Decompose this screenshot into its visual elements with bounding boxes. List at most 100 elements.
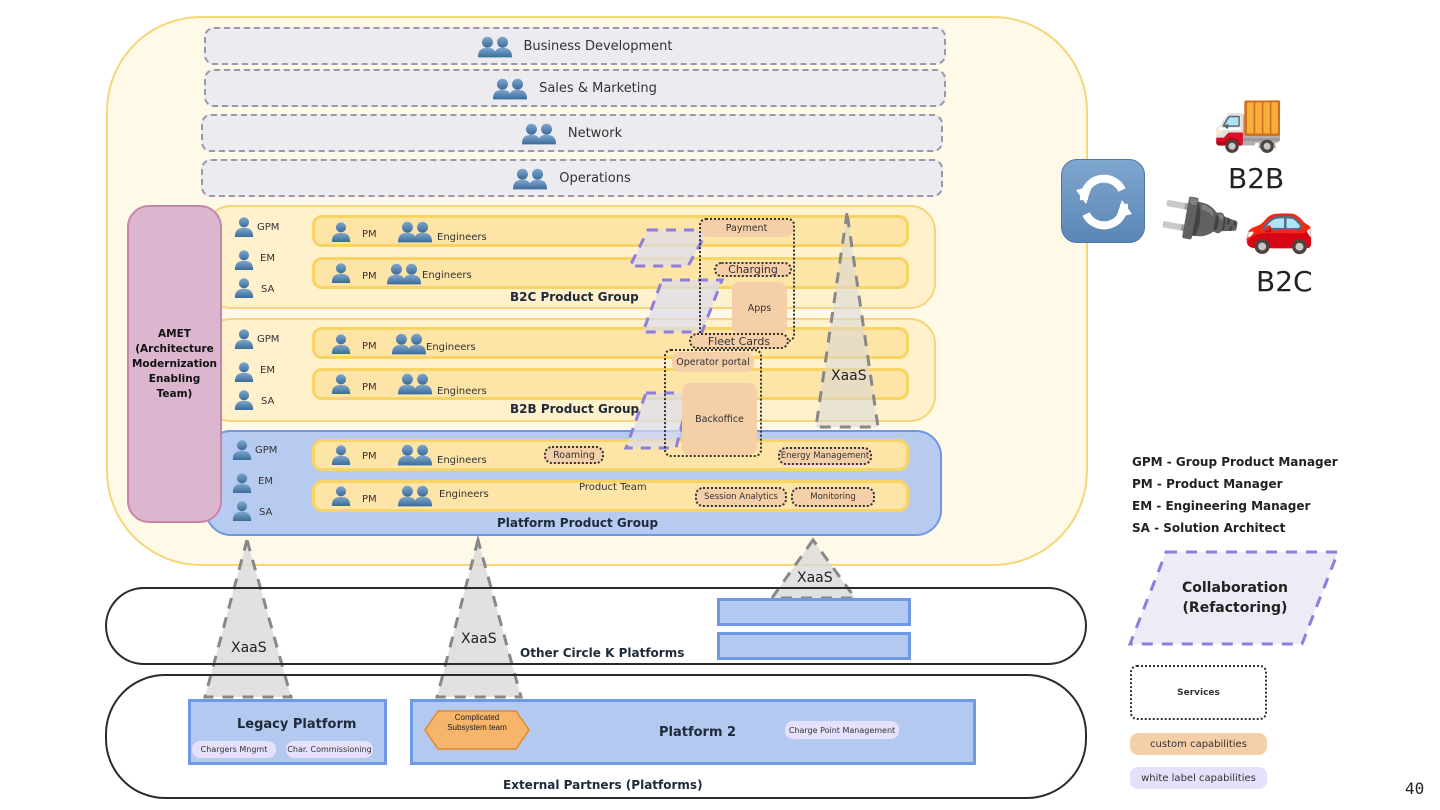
legend-white-label-label: white label capabilities [1141,772,1256,784]
function-row-business-development[interactable]: Business Development [204,27,946,65]
charge-point-management-capability[interactable]: Charge Point Management [785,721,899,739]
apps-capability[interactable]: Apps [732,282,787,334]
fleet-cards-capability[interactable]: Fleet Cards [689,333,789,349]
roaming-label: Roaming [553,449,595,461]
backoffice-capability[interactable]: Backoffice [682,383,757,455]
people-icon [493,76,527,100]
people-icon [398,219,432,243]
external-partners-lane [105,674,1087,799]
xaas-label: XaaS [831,368,867,384]
apps-label: Apps [747,302,772,314]
function-label: Network [567,125,623,141]
energy-management-capability[interactable]: Energy Management [778,447,872,465]
capability-label: Char. Commissioning [287,745,372,754]
char-commissioning-capability[interactable]: Char. Commissioning [286,741,373,758]
pm-label: PM [362,382,377,393]
legend-em: EM - Engineering Manager [1132,499,1311,513]
b2c-group-title: B2C Product Group [510,290,639,304]
backoffice-services-boundary [664,349,762,457]
person-icon [231,438,253,460]
xaas-label: XaaS [797,570,833,586]
complicated-subsystem-hexagon[interactable] [424,710,530,750]
delivery-truck-icon: 🚚 [1212,87,1285,155]
person-icon [231,499,253,521]
monitoring-label: Monitoring [810,492,856,502]
session-analytics-label: Session Analytics [704,492,778,502]
operator-portal-capability[interactable]: Operator portal [672,352,754,372]
person-icon [233,248,255,270]
people-icon [513,166,547,190]
b2b-label: B2B [1228,162,1285,195]
engineers-label: Engineers [437,232,487,243]
monitoring-capability[interactable]: Monitoring [791,487,875,507]
role-sa: SA [259,507,273,518]
role-sa: SA [261,396,275,407]
person-icon [330,332,352,354]
people-icon [392,331,426,355]
chargers-mngmt-capability[interactable]: Chargers Mngmt [192,741,276,758]
car-icon: 🚗 [1243,188,1316,256]
person-icon [330,484,352,506]
engineers-label: Engineers [437,386,487,397]
person-icon [233,327,255,349]
capability-label: Charge Point Management [788,725,896,735]
energy-management-label: Energy Management [780,451,870,461]
function-label: Sales & Marketing [539,80,657,96]
function-row-network[interactable]: Network [201,114,943,152]
pm-label: PM [362,451,377,462]
function-label: Operations [559,170,631,186]
charging-capability[interactable]: Charging [714,262,792,277]
legend-services: Services [1130,665,1267,720]
xaas-label: XaaS [461,631,497,647]
other-platforms-title: Other Circle K Platforms [520,646,685,660]
platform-group-title: Platform Product Group [497,516,659,530]
people-icon [522,121,556,145]
person-icon [330,220,352,242]
person-icon [330,443,352,465]
people-icon [387,261,421,285]
function-row-operations[interactable]: Operations [201,159,943,197]
person-icon [233,276,255,298]
payment-label: Payment [725,222,768,234]
person-icon [233,360,255,382]
legend-collaboration-shape [1128,550,1340,646]
pm-label: PM [362,494,377,505]
engineers-label: Engineers [437,455,487,466]
operator-portal-label: Operator portal [676,356,750,368]
payment-capability[interactable]: Payment [700,219,793,237]
roaming-capability[interactable]: Roaming [544,446,604,464]
amet-label: AMET (Architecture Modernization Enablin… [131,327,218,400]
role-em: EM [260,365,275,376]
engineers-label: Engineers [426,342,476,353]
other-circle-k-platforms-lane [105,587,1087,665]
person-icon [330,261,352,283]
fleet-cards-label: Fleet Cards [707,334,771,348]
legend-pm: PM - Product Manager [1132,477,1283,491]
people-icon [398,442,432,466]
role-gpm: GPM [257,222,280,233]
role-gpm: GPM [257,334,280,345]
person-icon [330,372,352,394]
b2b-group-title: B2B Product Group [510,402,640,416]
legend-collaboration-label: Collaboration (Refactoring) [1181,580,1288,616]
product-team-label: Product Team [579,482,647,493]
page-number: 40 [1405,779,1425,798]
xaas-label: XaaS [231,640,267,656]
external-partners-title: External Partners (Platforms) [503,778,703,792]
team-row [312,257,909,289]
session-analytics-capability[interactable]: Session Analytics [695,487,787,507]
subsystem-label: Complicated Subsystem team [447,713,507,732]
amet-enabling-team: AMET (Architecture Modernization Enablin… [127,205,222,523]
role-em: EM [258,476,273,487]
platform-2-title: Platform 2 [659,725,737,740]
sync-arrows-icon [1061,159,1145,243]
people-icon [398,371,432,395]
pm-label: PM [362,229,377,240]
other-platform-box[interactable] [717,598,911,626]
other-platform-box[interactable] [717,632,911,660]
function-row-sales-marketing[interactable]: Sales & Marketing [204,69,946,107]
charging-label: Charging [728,263,778,276]
role-gpm: GPM [255,445,278,456]
legend-gpm: GPM - Group Product Manager [1132,455,1338,469]
legend-sa: SA - Solution Architect [1132,521,1286,535]
